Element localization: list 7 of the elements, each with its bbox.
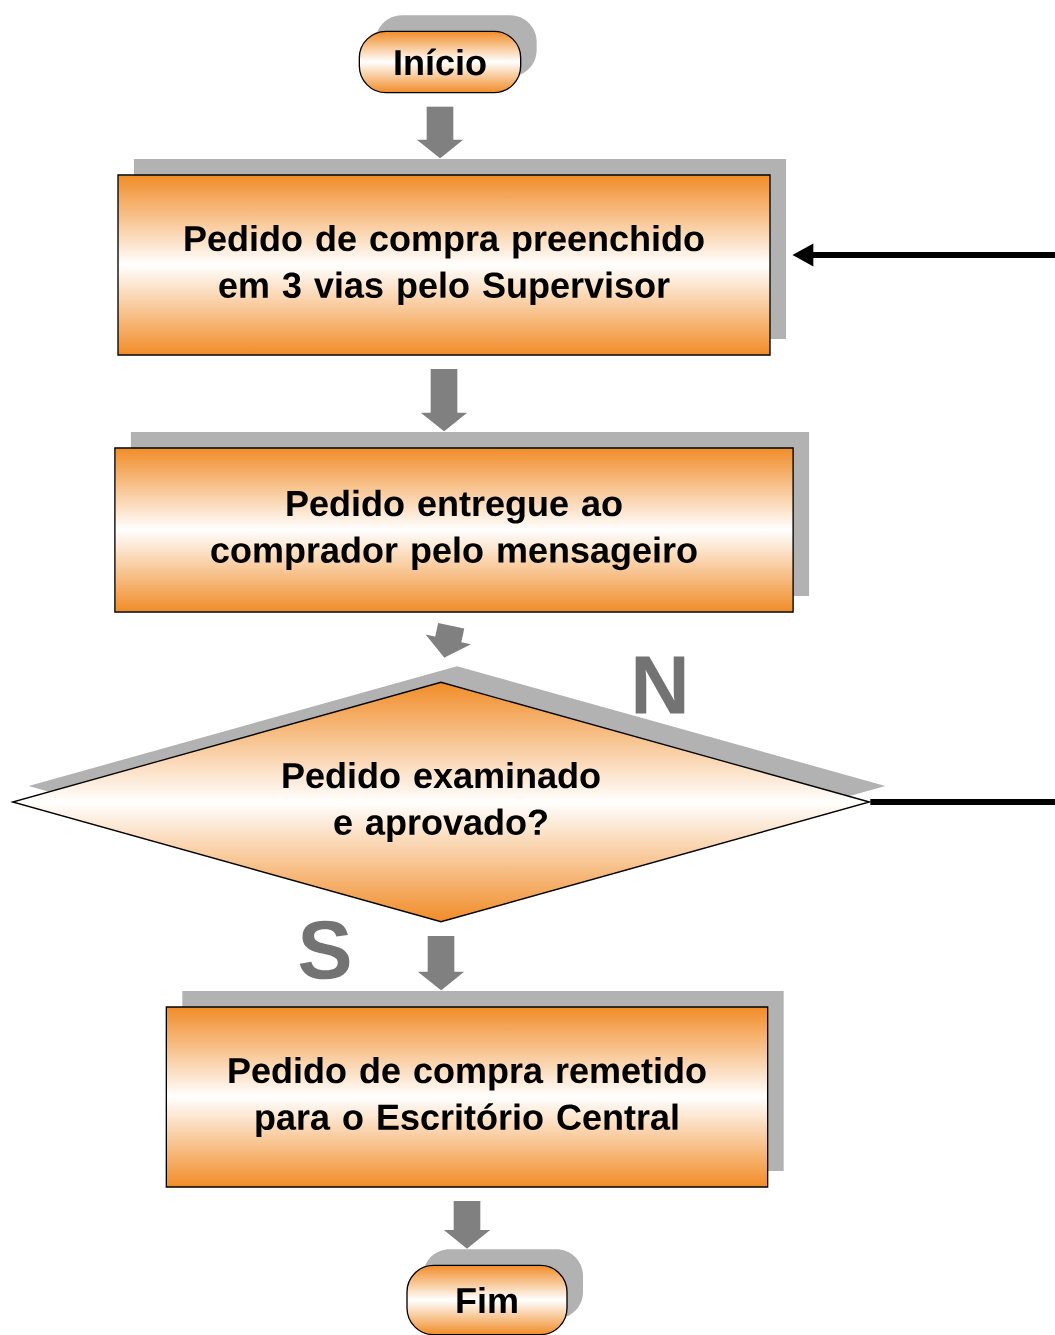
edge-label: S — [299, 920, 350, 980]
terminal-box: Fim — [406, 1249, 583, 1335]
edge-label: N — [635, 656, 685, 714]
process-box: Pedido de compra remetido para o Escritório Central — [165, 991, 784, 1188]
terminal-box: Início — [358, 15, 537, 94]
process-box: Pedido de compra preenchido em 3 vias pelo Supervisor — [117, 159, 786, 356]
process-box: Pedido entregue ao comprador pelo mensageiro — [114, 432, 810, 613]
